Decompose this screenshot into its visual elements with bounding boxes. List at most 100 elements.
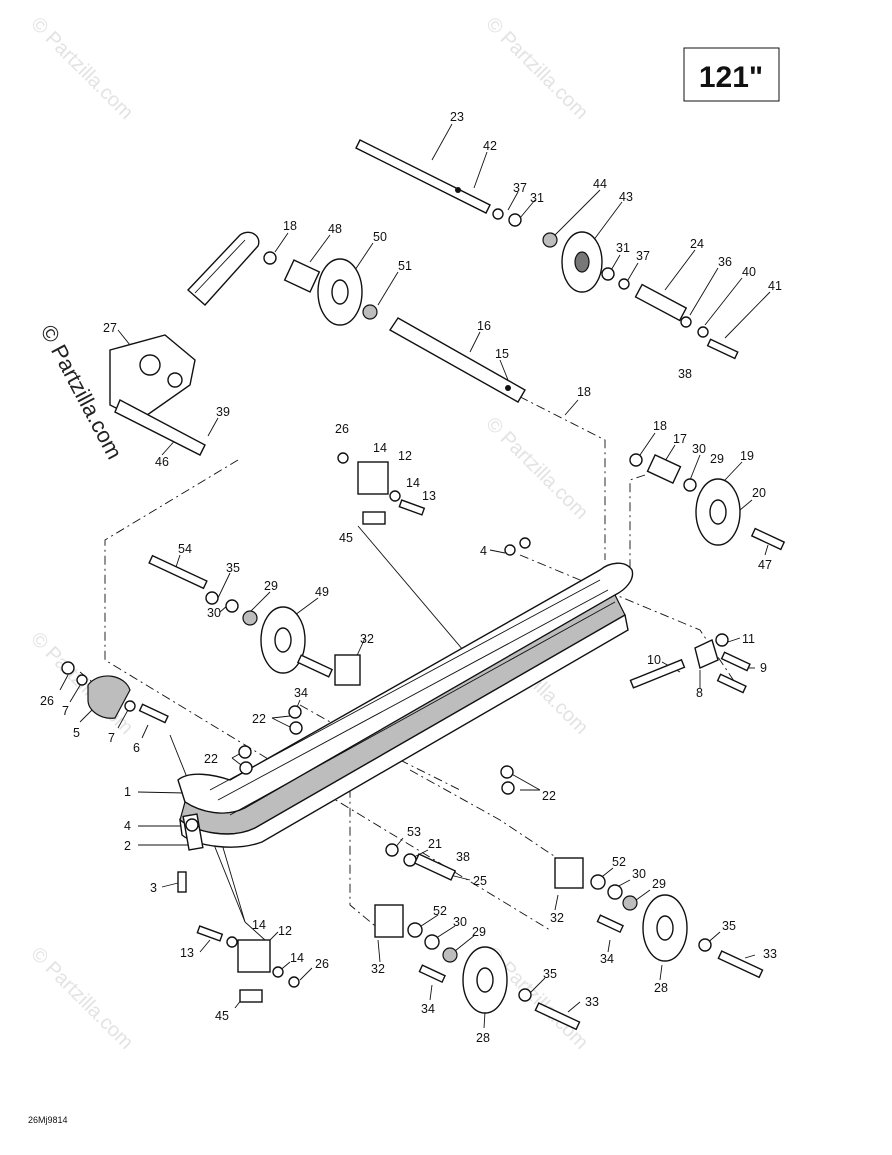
front-items (61, 661, 199, 893)
callout-30: 30 (632, 867, 646, 881)
callout-53: 53 (407, 825, 421, 839)
callout-7: 7 (108, 731, 115, 745)
callout-14: 14 (252, 918, 266, 932)
callout-25: 25 (473, 874, 487, 888)
callout-21: 21 (428, 837, 442, 851)
wheel-49 (148, 554, 306, 674)
callout-22: 22 (252, 712, 266, 726)
callout-47: 47 (758, 558, 772, 572)
callout-27: 27 (103, 321, 117, 335)
callout-17: 17 (673, 432, 687, 446)
leader-lines (59, 123, 771, 1029)
bracket-upper-left (186, 231, 260, 306)
callout-4: 4 (124, 819, 131, 833)
callout-29: 29 (710, 452, 724, 466)
callout-10: 10 (647, 653, 661, 667)
watermark-group: © Partzilla.com © Partzilla.com © Partzi… (26, 13, 592, 1054)
nuts-22 (238, 537, 531, 795)
callout-28: 28 (476, 1031, 490, 1045)
callout-49: 49 (315, 585, 329, 599)
callout-34: 34 (294, 686, 308, 700)
wheel-19 (629, 453, 786, 551)
callout-30: 30 (453, 915, 467, 929)
callout-16: 16 (477, 319, 491, 333)
drawing-code: 26Mj9814 (28, 1115, 68, 1125)
callout-4: 4 (480, 544, 487, 558)
callout-43: 43 (619, 190, 633, 204)
callout-12: 12 (278, 924, 292, 938)
pad-12-upper (337, 452, 426, 525)
callout-44: 44 (593, 177, 607, 191)
shaft-23 (355, 139, 491, 214)
callout-29: 29 (264, 579, 278, 593)
callout-35: 35 (543, 967, 557, 981)
watermark: © Partzilla.com (26, 13, 137, 124)
callout-32: 32 (360, 632, 374, 646)
callout-23: 23 (450, 110, 464, 124)
callout-13: 13 (180, 946, 194, 960)
front-arm-27 (109, 334, 206, 456)
title-label: 121" (699, 61, 763, 94)
callout-33: 33 (763, 947, 777, 961)
callout-52: 52 (612, 855, 626, 869)
callout-48: 48 (328, 222, 342, 236)
callout-12: 12 (398, 449, 412, 463)
callout-34: 34 (421, 1002, 435, 1016)
callout-39: 39 (216, 405, 230, 419)
watermark: © Partzilla.com (26, 943, 137, 1054)
callout-51: 51 (398, 259, 412, 273)
callout-29: 29 (472, 925, 486, 939)
callout-45: 45 (215, 1009, 229, 1023)
callout-31: 31 (616, 241, 630, 255)
callout-50: 50 (373, 230, 387, 244)
watermark: © Partzilla.com (481, 413, 592, 524)
callout-37: 37 (636, 249, 650, 263)
pad-12-lower (196, 925, 300, 1003)
title-box: 121" (683, 47, 780, 102)
callout-11: 11 (742, 632, 755, 646)
callout-37: 37 (513, 181, 527, 195)
callout-33: 33 (585, 995, 599, 1009)
callout-38: 38 (456, 850, 470, 864)
callout-32: 32 (550, 911, 564, 925)
callout-14: 14 (406, 476, 420, 490)
callout-26: 26 (315, 957, 329, 971)
callout-6: 6 (133, 741, 140, 755)
callout-9: 9 (760, 661, 767, 675)
callout-34: 34 (600, 952, 614, 966)
callout-18: 18 (283, 219, 297, 233)
callout-18: 18 (653, 419, 667, 433)
callout-31: 31 (530, 191, 544, 205)
wheel-50 (283, 258, 378, 326)
callout-42: 42 (483, 139, 497, 153)
callout-1: 1 (124, 785, 131, 799)
watermark: © Partzilla.com (481, 13, 592, 124)
callout-36: 36 (718, 255, 732, 269)
callout-19: 19 (740, 449, 754, 463)
callout-22: 22 (204, 752, 218, 766)
callout-8: 8 (696, 686, 703, 700)
callout-29: 29 (652, 877, 666, 891)
callout-15: 15 (495, 347, 509, 361)
callout-3: 3 (150, 881, 157, 895)
callout-41: 41 (768, 279, 782, 293)
callout-22: 22 (542, 789, 556, 803)
callout-45: 45 (339, 531, 353, 545)
wheel-28-right (554, 857, 764, 979)
callout-2: 2 (124, 839, 131, 853)
callout-14: 14 (290, 951, 304, 965)
wheel-43 (263, 208, 739, 360)
bracket-32 (296, 654, 361, 686)
callout-54: 54 (178, 542, 192, 556)
callout-5: 5 (73, 726, 80, 740)
callout-35: 35 (722, 919, 736, 933)
callout-20: 20 (752, 486, 766, 500)
callout-13: 13 (422, 489, 436, 503)
callout-26: 26 (40, 694, 54, 708)
callout-28: 28 (654, 981, 668, 995)
callout-7: 7 (62, 704, 69, 718)
callout-18: 18 (577, 385, 591, 399)
callout-40: 40 (742, 265, 756, 279)
callout-26: 26 (335, 422, 349, 436)
